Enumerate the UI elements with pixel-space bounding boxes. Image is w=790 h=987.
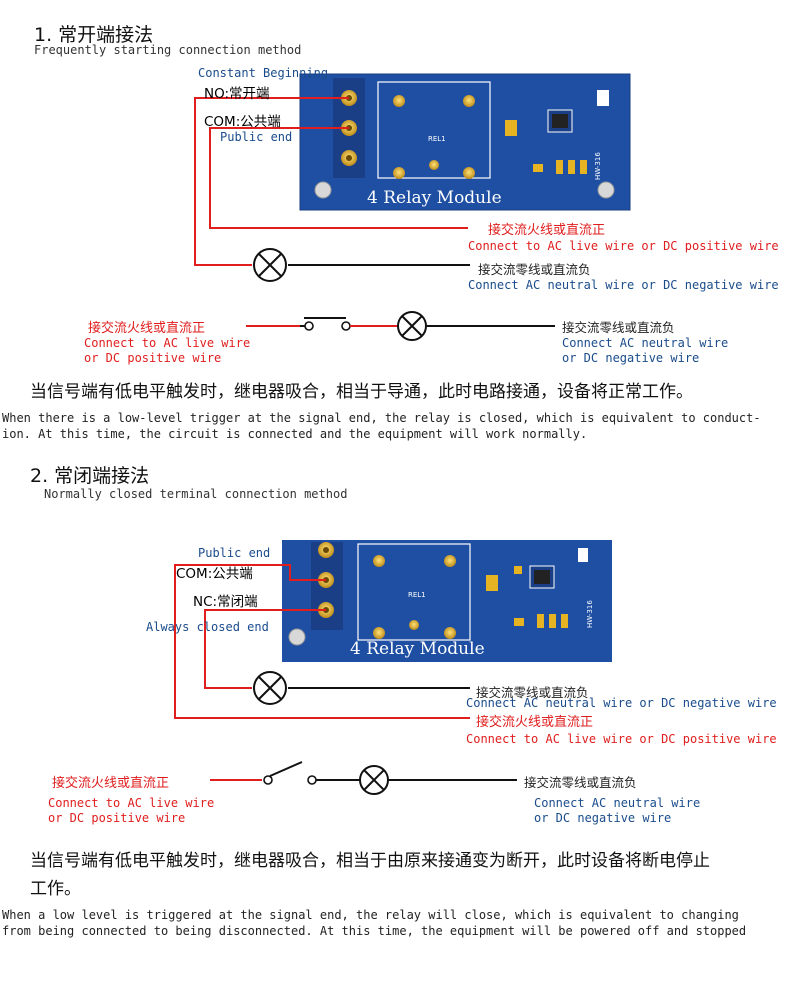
left-live-label-zh: 接交流火线或直流正 (88, 321, 206, 336)
section-2-description-en-2: from being connected to being disconnect… (2, 924, 747, 938)
right-neutral-label-en-2-2: or DC negative wire (534, 811, 672, 825)
section-1-subheading: Frequently starting connection method (34, 43, 302, 57)
right-neutral-label-en-1-2: Connect AC neutral wire (534, 796, 701, 810)
live-wire-label-zh: 接交流火线或直流正 (488, 223, 606, 238)
section-2-description-en-1: When a low level is triggered at the sig… (2, 908, 739, 922)
section-1-description-en-1: When there is a low-level trigger at the… (2, 411, 761, 425)
section-1-description-en-2: ion. At this time, the circuit is connec… (2, 427, 588, 441)
relay-board-1: REL1 HW-316 4 Relay Module (299, 73, 631, 211)
left-live-label-en-2: or DC positive wire (84, 351, 222, 365)
relay-board-2: REL1 HW-316 4 Relay Module (282, 540, 612, 662)
no-terminal-label: NO:常开端 (204, 86, 270, 102)
svg-text:REL1: REL1 (408, 591, 426, 599)
wires-section-1 (194, 97, 555, 341)
left-live-label-zh-2: 接交流火线或直流正 (52, 776, 170, 791)
neutral-wire-label-en-2: Connect AC neutral wire or DC negative w… (466, 696, 777, 710)
live-wire-label-en-2: Connect to AC live wire or DC positive w… (466, 732, 777, 746)
right-neutral-label-zh: 接交流零线或直流负 (562, 320, 675, 335)
wires-section-2 (174, 564, 517, 795)
neutral-wire-label-en: Connect AC neutral wire or DC negative w… (468, 278, 779, 292)
live-wire-label-zh-2: 接交流火线或直流正 (476, 715, 594, 730)
com-terminal-label: COM:公共端 (204, 114, 281, 130)
right-neutral-label-zh-2: 接交流零线或直流负 (524, 775, 637, 790)
left-live-label-en-1: Connect to AC live wire (84, 336, 251, 350)
nc-terminal-label: NC:常闭端 (193, 594, 258, 610)
svg-text:REL1: REL1 (428, 135, 446, 143)
right-neutral-label-en-2: or DC negative wire (562, 351, 700, 365)
section-2-heading: 2. 常闭端接法 (30, 465, 150, 487)
com-terminal-label-2: COM:公共端 (176, 566, 253, 582)
live-wire-label-en: Connect to AC live wire or DC positive w… (468, 239, 779, 253)
right-neutral-label-en-1: Connect AC neutral wire (562, 336, 729, 350)
board-2-title: 4 Relay Module (350, 639, 485, 659)
public-end-label-2: Public end (198, 546, 271, 560)
constant-beginning-label: Constant Beginning (198, 66, 329, 80)
public-end-label: Public end (220, 130, 293, 144)
neutral-wire-label-zh: 接交流零线或直流负 (478, 262, 591, 277)
section-2-subheading: Normally closed terminal connection meth… (44, 487, 348, 501)
section-1-heading: 1. 常开端接法 (34, 24, 154, 46)
neutral-wire-label-zh-2: 接交流零线或直流负 (476, 685, 589, 700)
svg-text:HW-316: HW-316 (594, 152, 602, 180)
left-live-label-en-1-2: Connect to AC live wire (48, 796, 215, 810)
board-1-title: 4 Relay Module (367, 188, 502, 208)
svg-text:HW-316: HW-316 (586, 600, 594, 628)
left-live-label-en-2-2: or DC positive wire (48, 811, 186, 825)
always-closed-label: Always closed end (146, 620, 269, 634)
section-2-description-zh-1: 当信号端有低电平触发时，继电器吸合，相当于由原来接通变为断开，此时设备将断电停止 (30, 851, 710, 871)
section-1-description-zh: 当信号端有低电平触发时，继电器吸合，相当于导通，此时电路接通，设备将正常工作。 (30, 382, 693, 402)
section-2-description-zh-2: 工作。 (30, 879, 81, 899)
